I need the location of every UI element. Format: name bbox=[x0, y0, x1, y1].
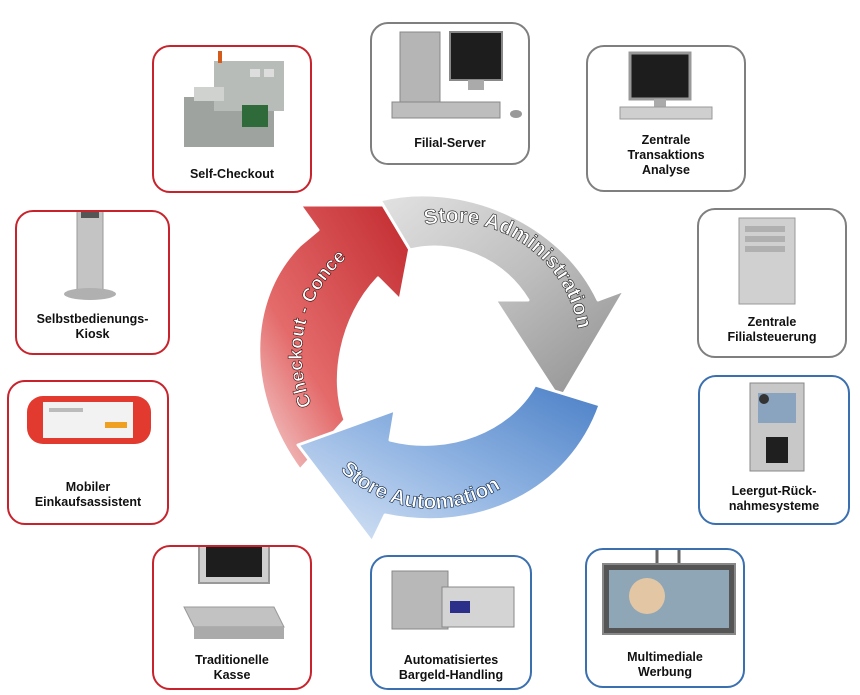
filial-server-label: Filial-Server bbox=[414, 136, 486, 150]
handheld-device-icon bbox=[27, 396, 151, 444]
selbstbedienungs-kiosk-box: Selbstbedienungs- Kiosk bbox=[15, 210, 170, 355]
store-administration-arrow bbox=[378, 193, 627, 402]
cash-handling-machine-icon bbox=[391, 570, 515, 630]
store-automation-arrow bbox=[296, 383, 602, 544]
kiosk-icon bbox=[64, 212, 116, 300]
tower-server-icon bbox=[738, 217, 796, 305]
checkout-concepts-arrow bbox=[257, 203, 420, 472]
zentrale-filialsteuerung-box: Zentrale Filialsteuerung bbox=[697, 208, 847, 358]
self-checkout-box: Self-Checkout bbox=[152, 45, 312, 193]
filial-server-box: Filial-Server bbox=[370, 22, 530, 165]
self-checkout-label: Self-Checkout bbox=[189, 167, 275, 181]
zentrale-filialsteuerung-label: Zentrale Filialsteuerung bbox=[727, 315, 817, 344]
server-computer-icon bbox=[391, 31, 522, 119]
bargeld-label: Automatisiertes Bargeld-Handling bbox=[398, 653, 504, 682]
mobiler-einkaufsassistent-box: Mobiler Einkaufsassistent bbox=[7, 380, 169, 525]
mobiler-einkaufsassistent-label: Mobiler Einkaufsassistent bbox=[34, 480, 142, 509]
leergut-box: Leergut-Rück- nahmesysteme bbox=[698, 375, 850, 525]
bargeld-box: Automatisiertes Bargeld-Handling bbox=[370, 555, 532, 690]
werbung-label: Multimediale Werbung bbox=[627, 650, 703, 679]
traditionelle-kasse-box: Traditionelle Kasse bbox=[152, 545, 312, 690]
leergut-label: Leergut-Rück- nahmesysteme bbox=[728, 484, 820, 513]
bottle-return-machine-icon bbox=[749, 382, 805, 472]
zentrale-transaktions-label: Zentrale Transaktions Analyse bbox=[627, 133, 705, 177]
selbstbedienungs-kiosk-label: Selbstbedienungs- Kiosk bbox=[36, 312, 149, 341]
self-checkout-terminal-icon bbox=[184, 51, 284, 147]
digital-signage-icon bbox=[602, 550, 736, 635]
traditionelle-kasse-label: Traditionelle Kasse bbox=[195, 653, 269, 682]
werbung-box: Multimediale Werbung bbox=[585, 548, 745, 688]
monitor-keyboard-icon bbox=[619, 51, 713, 120]
cash-register-icon bbox=[183, 547, 285, 639]
zentrale-transaktions-box: Zentrale Transaktions Analyse bbox=[586, 45, 746, 192]
